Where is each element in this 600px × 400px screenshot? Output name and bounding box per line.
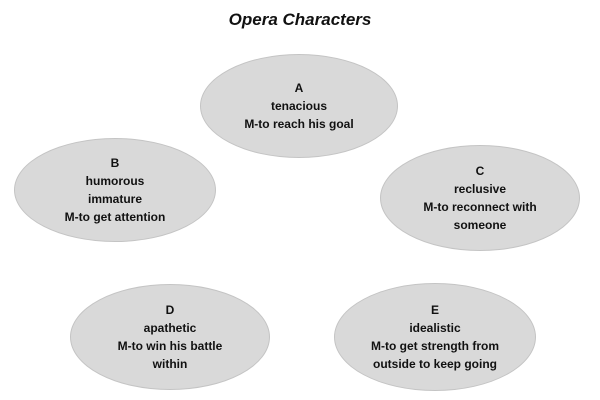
character-e-motivation-line-2: outside to keep going: [372, 357, 497, 371]
character-d-letter: D: [165, 303, 175, 317]
diagram-title: Opera Characters: [228, 10, 372, 29]
character-b-trait-2: immature: [87, 192, 143, 206]
character-b-trait-1: humorous: [85, 174, 145, 188]
character-c-trait: reclusive: [453, 182, 507, 196]
character-b-letter: B: [110, 156, 120, 170]
character-e-ellipse: E idealistic M-to get strength from outs…: [334, 283, 536, 391]
character-d-motivation-line-1: M-to win his battle: [117, 339, 223, 353]
character-d-trait: apathetic: [143, 321, 197, 335]
character-e-trait: idealistic: [409, 321, 461, 335]
character-d-motivation-line-2: within: [152, 357, 188, 371]
character-b-motivation: M-to get attention: [64, 210, 166, 224]
character-a-letter: A: [294, 81, 304, 95]
character-a-motivation: M-to reach his goal: [244, 117, 354, 131]
character-c-ellipse: C reclusive M-to reconnect with someone: [380, 145, 580, 251]
character-e-motivation-line-1: M-to get strength from: [371, 339, 499, 353]
character-e-letter: E: [430, 303, 439, 317]
character-c-letter: C: [475, 164, 485, 178]
character-c-motivation-line-1: M-to reconnect with: [423, 200, 537, 214]
character-a-trait: tenacious: [270, 99, 327, 113]
character-c-motivation-line-2: someone: [453, 218, 507, 232]
character-b-ellipse: B humorous immature M-to get attention: [14, 138, 216, 242]
character-d-ellipse: D apathetic M-to win his battle within: [70, 284, 270, 390]
character-a-ellipse: A tenacious M-to reach his goal: [200, 54, 398, 158]
